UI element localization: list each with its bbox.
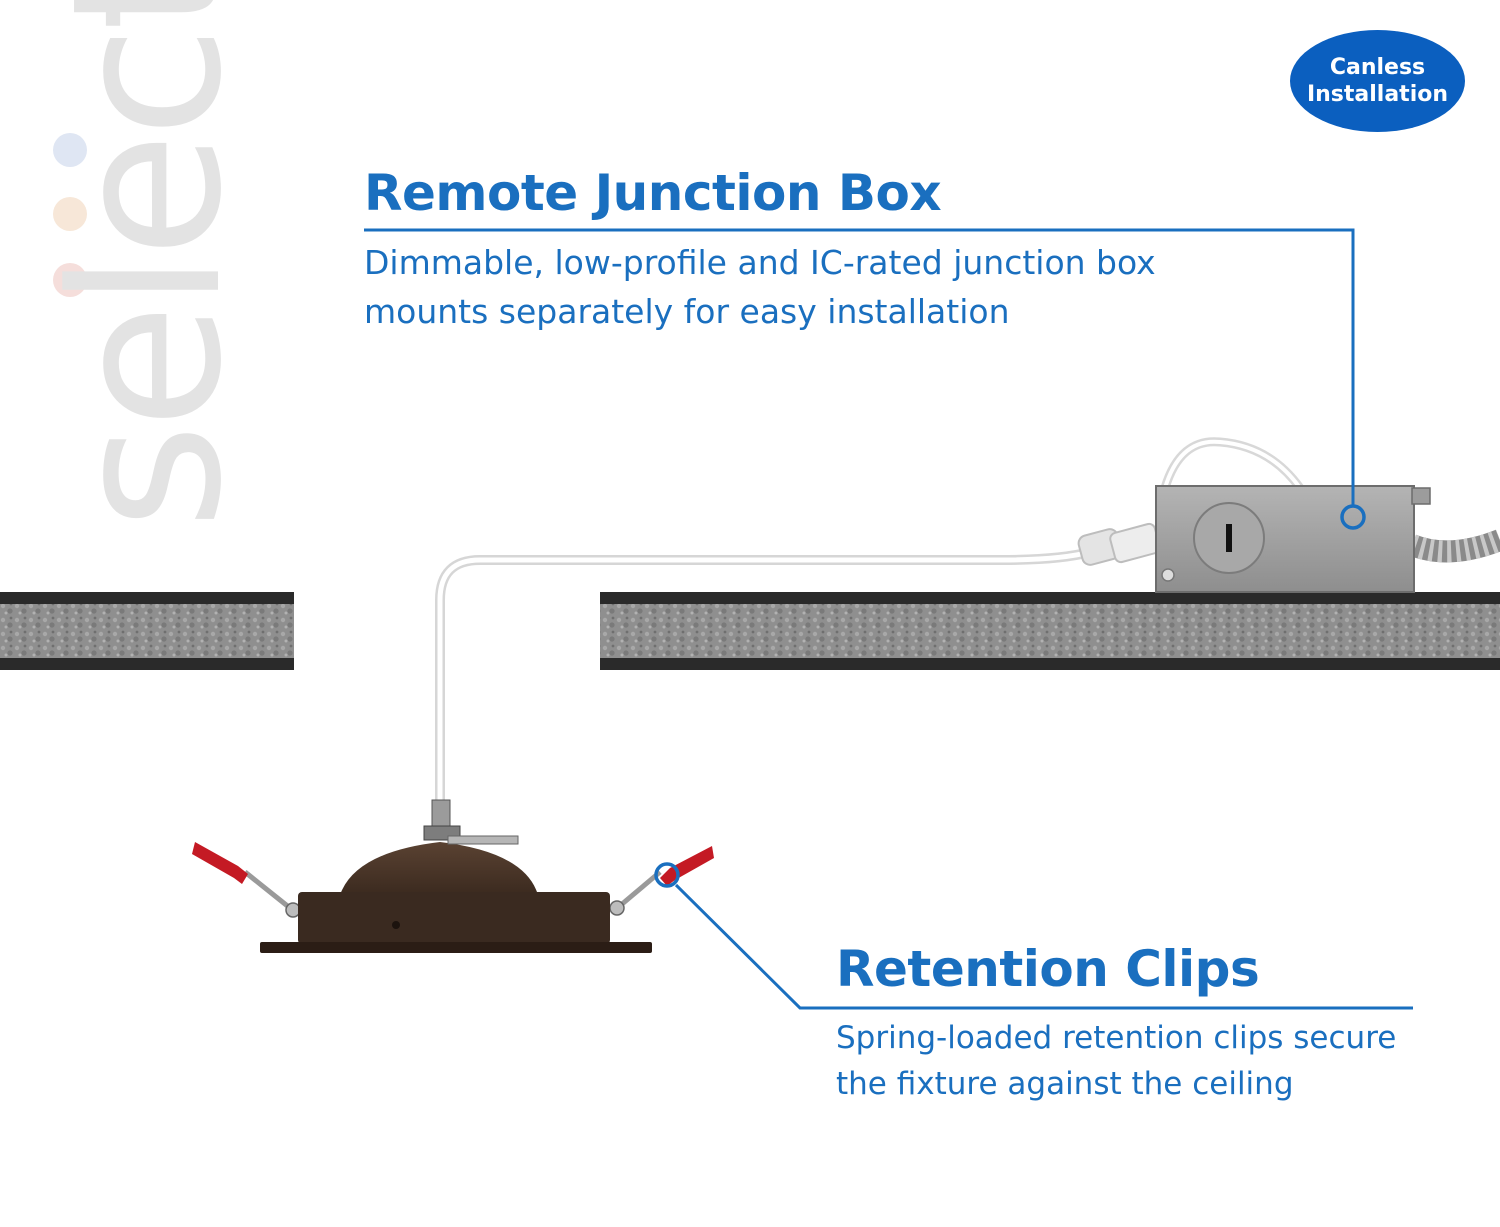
retention-clips-title: Retention Clips [836,940,1260,998]
brand-wordmark: select [29,0,267,530]
junction-box-marker [1340,504,1366,530]
retention-clips-leader-line [674,883,1413,1010]
junction-box-description: Dimmable, low-profile and IC-rated junct… [364,243,1156,331]
ceiling-section-left [0,592,294,670]
brand-dot-pink [53,263,87,297]
ceiling-section-right [600,592,1500,670]
junction-box [1155,485,1431,593]
flex-conduit [1407,529,1500,563]
retention-clips-description: Spring-loaded retention clips secure the… [836,1020,1397,1102]
badge-line-1: Canless [1329,55,1426,80]
connection-wire [435,547,1095,813]
canless-installation-badge: Canless Installation [1290,30,1465,132]
badge-line-2: Installation [1306,82,1449,107]
brand-dot-peach [53,197,87,231]
retention-clips-marker [654,862,680,888]
brand-dot-blue [53,133,87,167]
junction-box-leader-line [364,228,1355,506]
downlight-fixture [192,799,714,953]
junction-box-title: Remote Junction Box [364,164,942,222]
wire-connector [1077,522,1161,566]
